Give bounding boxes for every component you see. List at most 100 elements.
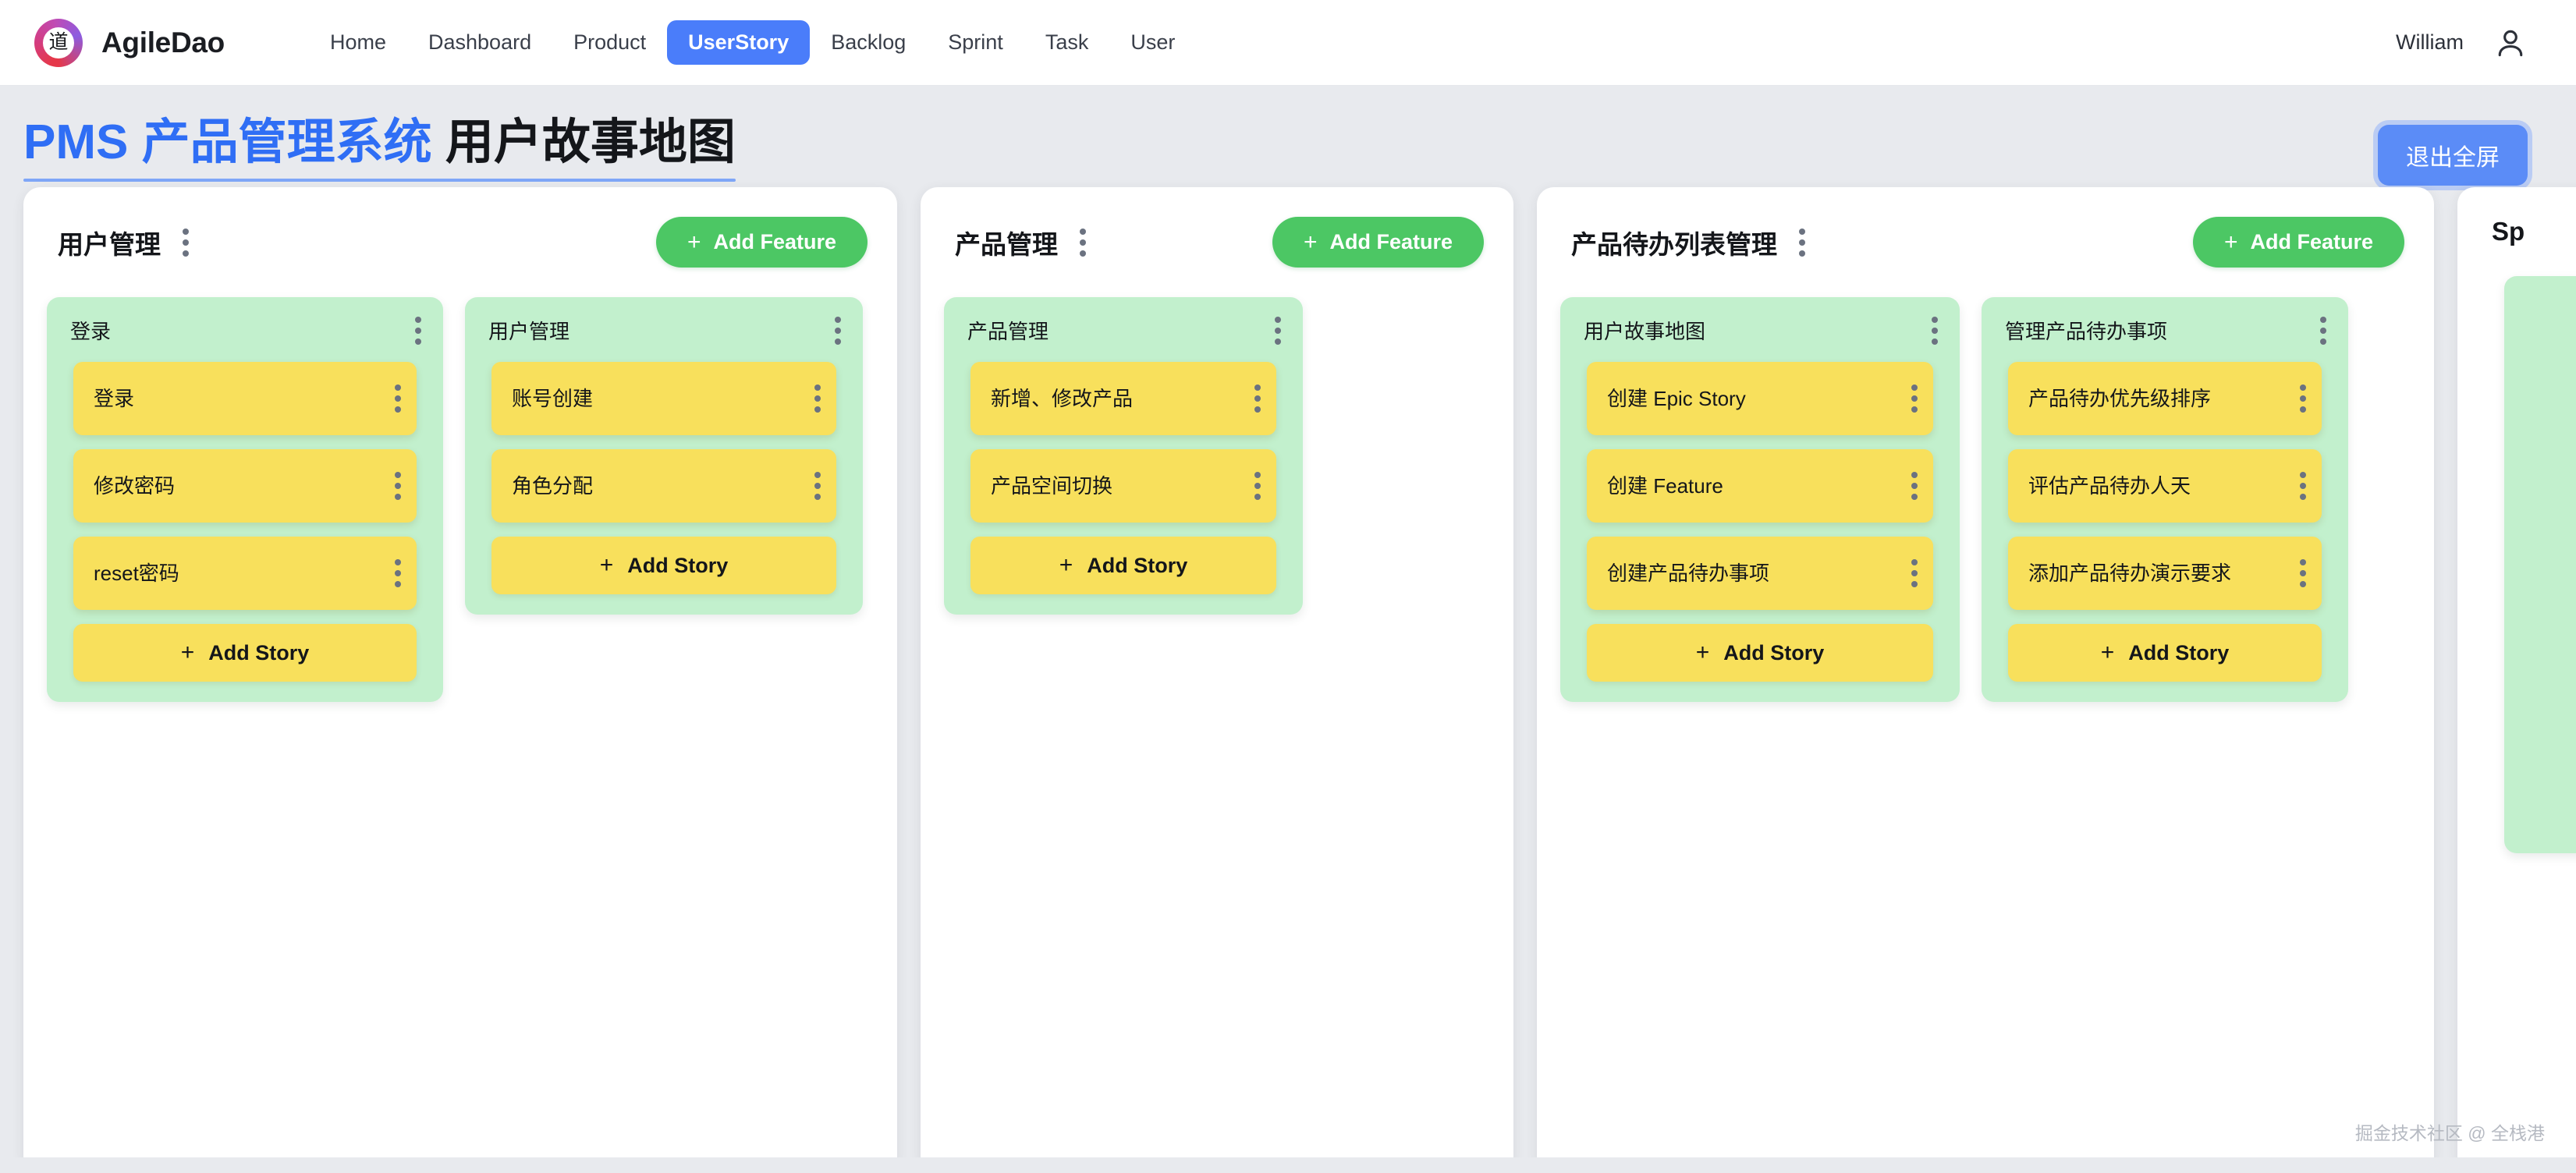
story-menu-icon[interactable] (1911, 472, 1918, 500)
story-menu-icon[interactable] (395, 472, 401, 500)
add-story-label: Add Story (208, 640, 310, 664)
story-menu-icon[interactable] (814, 472, 821, 500)
epic-title: 产品管理 (955, 229, 1058, 259)
brand-logo[interactable]: 道 AgileDao (34, 18, 225, 67)
story-menu-icon[interactable] (1254, 385, 1261, 413)
story-menu-icon[interactable] (2300, 472, 2306, 500)
story-menu-icon[interactable] (1911, 385, 1918, 413)
plus-icon: + (1303, 229, 1318, 255)
feature-column: 管理产品待办事项 产品待办优先级排序 评估产品待办人天 (1982, 297, 2348, 702)
add-story-button[interactable]: + Add Story (1587, 624, 1933, 682)
feature-menu-icon[interactable] (2320, 316, 2326, 345)
story-menu-icon[interactable] (1254, 472, 1261, 500)
user-avatar-icon[interactable] (2493, 26, 2528, 60)
epic-card: 产品待办列表管理 + Add Feature 用户故事地图 创建 Epic St… (1537, 187, 2434, 1157)
story-title: 账号创建 (512, 386, 594, 410)
nav-link-task[interactable]: Task (1045, 30, 1089, 54)
story-list: 账号创建 角色分配 + Add Story (482, 362, 846, 594)
story-list: 登录 修改密码 reset密码 + Add (64, 362, 426, 682)
story-card[interactable]: 创建 Feature (1587, 449, 1933, 523)
add-story-button[interactable]: + Add Story (73, 624, 417, 682)
page-title-wrap: PMS 产品管理系统 用户故事地图 (23, 115, 736, 183)
feature-menu-icon[interactable] (835, 316, 841, 345)
feature-title: 管理产品待办事项 (2005, 320, 2168, 343)
brand-name: AgileDao (101, 26, 225, 58)
story-title: reset密码 (94, 561, 179, 585)
plus-icon: + (1059, 552, 1073, 578)
epic-header: 用户管理 + Add Feature (47, 209, 874, 275)
nav-link-home[interactable]: Home (329, 30, 386, 54)
feature-title: 产品管理 (967, 320, 1049, 343)
story-title: 登录 (94, 386, 135, 410)
feature-columns: 产品管理 新增、修改产品 产品空间切换 + (944, 297, 1490, 615)
feature-columns: 用户故事地图 创建 Epic Story 创建 Feature (1560, 297, 2411, 702)
feature-title: 用户故事地图 (1584, 320, 1706, 343)
story-card[interactable]: 产品空间切换 (970, 449, 1276, 523)
plus-icon: + (687, 229, 701, 255)
feature-menu-icon[interactable] (415, 316, 421, 345)
story-card[interactable]: 评估产品待办人天 (2008, 449, 2322, 523)
add-story-label: Add Story (1087, 553, 1188, 577)
page-title-highlight: PMS 产品管理系统 (23, 115, 432, 169)
story-title: 角色分配 (512, 473, 594, 498)
story-menu-icon[interactable] (1911, 559, 1918, 587)
story-title: 修改密码 (94, 473, 176, 498)
story-card[interactable]: 创建产品待办事项 (1587, 537, 1933, 610)
story-card[interactable]: 修改密码 (73, 449, 417, 523)
add-story-button[interactable]: + Add Story (2008, 624, 2322, 682)
add-feature-button[interactable]: + Add Feature (1272, 217, 1484, 268)
story-card[interactable]: reset密码 (73, 537, 417, 610)
story-title: 评估产品待办人天 (2028, 473, 2191, 498)
story-menu-icon[interactable] (395, 385, 401, 413)
add-story-button[interactable]: + Add Story (970, 537, 1276, 594)
epic-title: 产品待办列表管理 (1571, 229, 1777, 259)
add-feature-button[interactable]: + Add Feature (2192, 217, 2404, 268)
nav-link-sprint[interactable]: Sprint (948, 30, 1003, 54)
feature-menu-icon[interactable] (1275, 316, 1281, 345)
epic-card: Sp (2457, 187, 2576, 1157)
feature-column: 登录 登录 修改密码 reset密码 (47, 297, 443, 702)
story-menu-icon[interactable] (2300, 385, 2306, 413)
nav-link-product[interactable]: Product (573, 30, 647, 54)
feature-column: 用户管理 账号创建 角色分配 + (465, 297, 863, 615)
story-card[interactable]: 角色分配 (491, 449, 836, 523)
epic-menu-icon[interactable] (183, 228, 189, 257)
plus-icon: + (2100, 640, 2115, 665)
feature-column (2504, 276, 2576, 853)
plus-icon: + (599, 552, 614, 578)
nav-link-dashboard[interactable]: Dashboard (428, 30, 532, 54)
story-card[interactable]: 账号创建 (491, 362, 836, 435)
user-name: William (2396, 30, 2464, 54)
story-card[interactable]: 创建 Epic Story (1587, 362, 1933, 435)
story-title: 添加产品待办演示要求 (2028, 561, 2232, 585)
nav-link-userstory[interactable]: UserStory (667, 20, 811, 65)
story-map-board: 用户管理 + Add Feature 登录 登录 (0, 172, 2576, 1157)
story-card[interactable]: 登录 (73, 362, 417, 435)
feature-header: 用户故事地图 (1577, 316, 1943, 345)
nav-user-area: William (2396, 26, 2528, 60)
plus-icon: + (2223, 229, 2238, 255)
epic-menu-icon[interactable] (1799, 228, 1805, 257)
epic-menu-icon[interactable] (1080, 228, 1086, 257)
add-feature-label: Add Feature (2250, 230, 2373, 253)
story-menu-icon[interactable] (2300, 559, 2306, 587)
story-title: 创建 Feature (1607, 473, 1723, 498)
add-story-label: Add Story (2128, 640, 2230, 664)
nav-link-backlog[interactable]: Backlog (831, 30, 907, 54)
story-card[interactable]: 产品待办优先级排序 (2008, 362, 2322, 435)
story-card[interactable]: 添加产品待办演示要求 (2008, 537, 2322, 610)
add-feature-button[interactable]: + Add Feature (655, 217, 868, 268)
top-navbar: 道 AgileDao Home Dashboard Product UserSt… (0, 0, 2576, 86)
feature-menu-icon[interactable] (1932, 316, 1938, 345)
story-card[interactable]: 新增、修改产品 (970, 362, 1276, 435)
story-title: 新增、修改产品 (991, 386, 1134, 410)
nav-link-user[interactable]: User (1130, 30, 1176, 54)
story-menu-icon[interactable] (395, 559, 401, 587)
page-header: PMS 产品管理系统 用户故事地图 退出全屏 (0, 86, 2576, 186)
story-menu-icon[interactable] (814, 385, 821, 413)
feature-header: 管理产品待办事项 (1999, 316, 2331, 345)
story-title: 创建产品待办事项 (1607, 561, 1770, 585)
add-story-button[interactable]: + Add Story (491, 537, 836, 594)
exit-fullscreen-button[interactable]: 退出全屏 (2378, 125, 2528, 186)
